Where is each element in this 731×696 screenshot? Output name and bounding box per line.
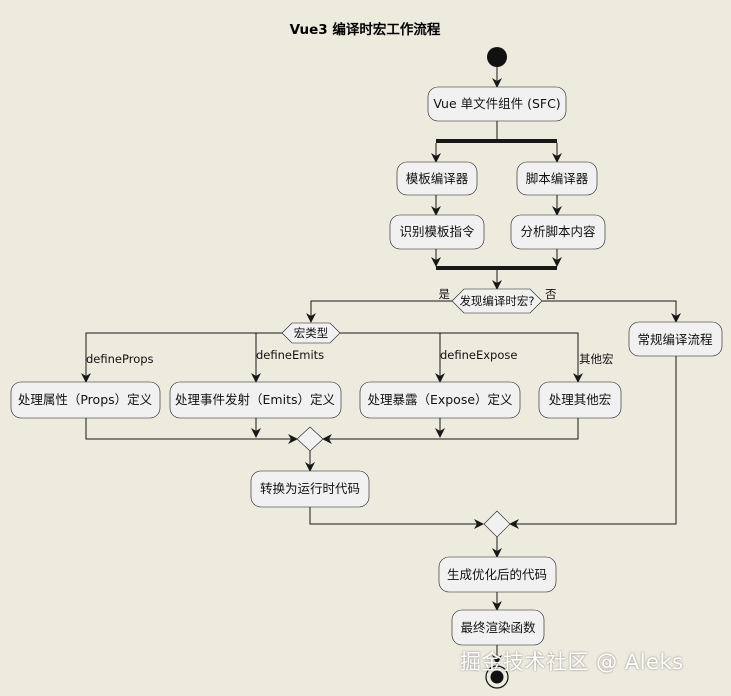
decision-label: 发现编译时宏? <box>459 294 534 308</box>
node-convert: 转换为运行时代码 <box>250 470 370 508</box>
node-props: 处理属性（Props）定义 <box>10 381 161 419</box>
watermark: 掘金技术社区 @ Aleks <box>460 650 684 674</box>
join-bar <box>436 266 557 270</box>
node-analyze-script-label: 分析脚本内容 <box>520 224 595 239</box>
macro-type-node <box>281 322 341 344</box>
node-recognize-directives: 识别模板指令 <box>389 214 485 250</box>
macro-type-label: 宏类型 <box>294 326 329 340</box>
define-emits-label: defineEmits <box>256 348 324 362</box>
node-sfc: Vue 单文件组件 (SFC) <box>427 86 567 122</box>
node-script-compiler: 脚本编译器 <box>516 161 598 196</box>
node-generate-label: 生成优化后的代码 <box>447 567 547 582</box>
node-expose: 处理暴露（Expose）定义 <box>359 381 521 419</box>
edge-decision-no <box>542 300 681 323</box>
define-expose-label: defineExpose <box>440 348 517 362</box>
node-props-label: 处理属性（Props）定义 <box>18 392 153 407</box>
decision-node <box>451 288 543 314</box>
node-render-label: 最终渲染函数 <box>460 620 536 635</box>
node-expose-label: 处理暴露（Expose）定义 <box>367 392 513 407</box>
node-convert-label: 转换为运行时代码 <box>260 481 360 496</box>
node-other-label: 处理其他宏 <box>549 392 612 407</box>
node-script-compiler-label: 脚本编译器 <box>526 171 589 186</box>
node-generate: 生成优化后的代码 <box>438 556 557 593</box>
edge-macro-props <box>81 332 282 383</box>
edge-props-merge <box>85 418 298 444</box>
edge-macro-other <box>340 332 583 383</box>
edges <box>81 67 681 665</box>
node-template-compiler-label: 模板编译器 <box>406 171 469 186</box>
fork-bar <box>436 139 557 143</box>
node-template-compiler: 模板编译器 <box>396 161 478 196</box>
merge-diamond <box>296 426 324 452</box>
edge-normal-final-merge <box>509 356 677 529</box>
edge-decision-yes <box>306 300 452 323</box>
node-normal: 常规编译流程 <box>628 321 723 357</box>
node-normal-label: 常规编译流程 <box>637 332 713 347</box>
diagram-title: Vue3 编译时宏工作流程 <box>290 21 441 38</box>
start-node <box>487 47 507 67</box>
other-macro-label: 其他宏 <box>579 352 614 366</box>
node-analyze-script: 分析脚本内容 <box>510 214 606 250</box>
node-sfc-label: Vue 单文件组件 (SFC) <box>433 96 560 111</box>
final-merge-diamond <box>483 510 511 538</box>
node-other: 处理其他宏 <box>538 381 622 419</box>
no-label: 否 <box>545 287 557 301</box>
yes-label: 是 <box>439 287 451 301</box>
node-render: 最终渲染函数 <box>451 609 545 646</box>
edge-convert-final-merge <box>309 507 484 529</box>
node-emits: 处理事件发射（Emits）定义 <box>169 381 342 419</box>
define-props-label: defineProps <box>86 352 154 366</box>
end-node-ring <box>485 665 509 689</box>
node-recognize-directives-label: 识别模板指令 <box>399 224 475 239</box>
end-node <box>490 670 504 684</box>
node-emits-label: 处理事件发射（Emits）定义 <box>175 392 335 407</box>
edge-other-merge <box>322 418 579 444</box>
